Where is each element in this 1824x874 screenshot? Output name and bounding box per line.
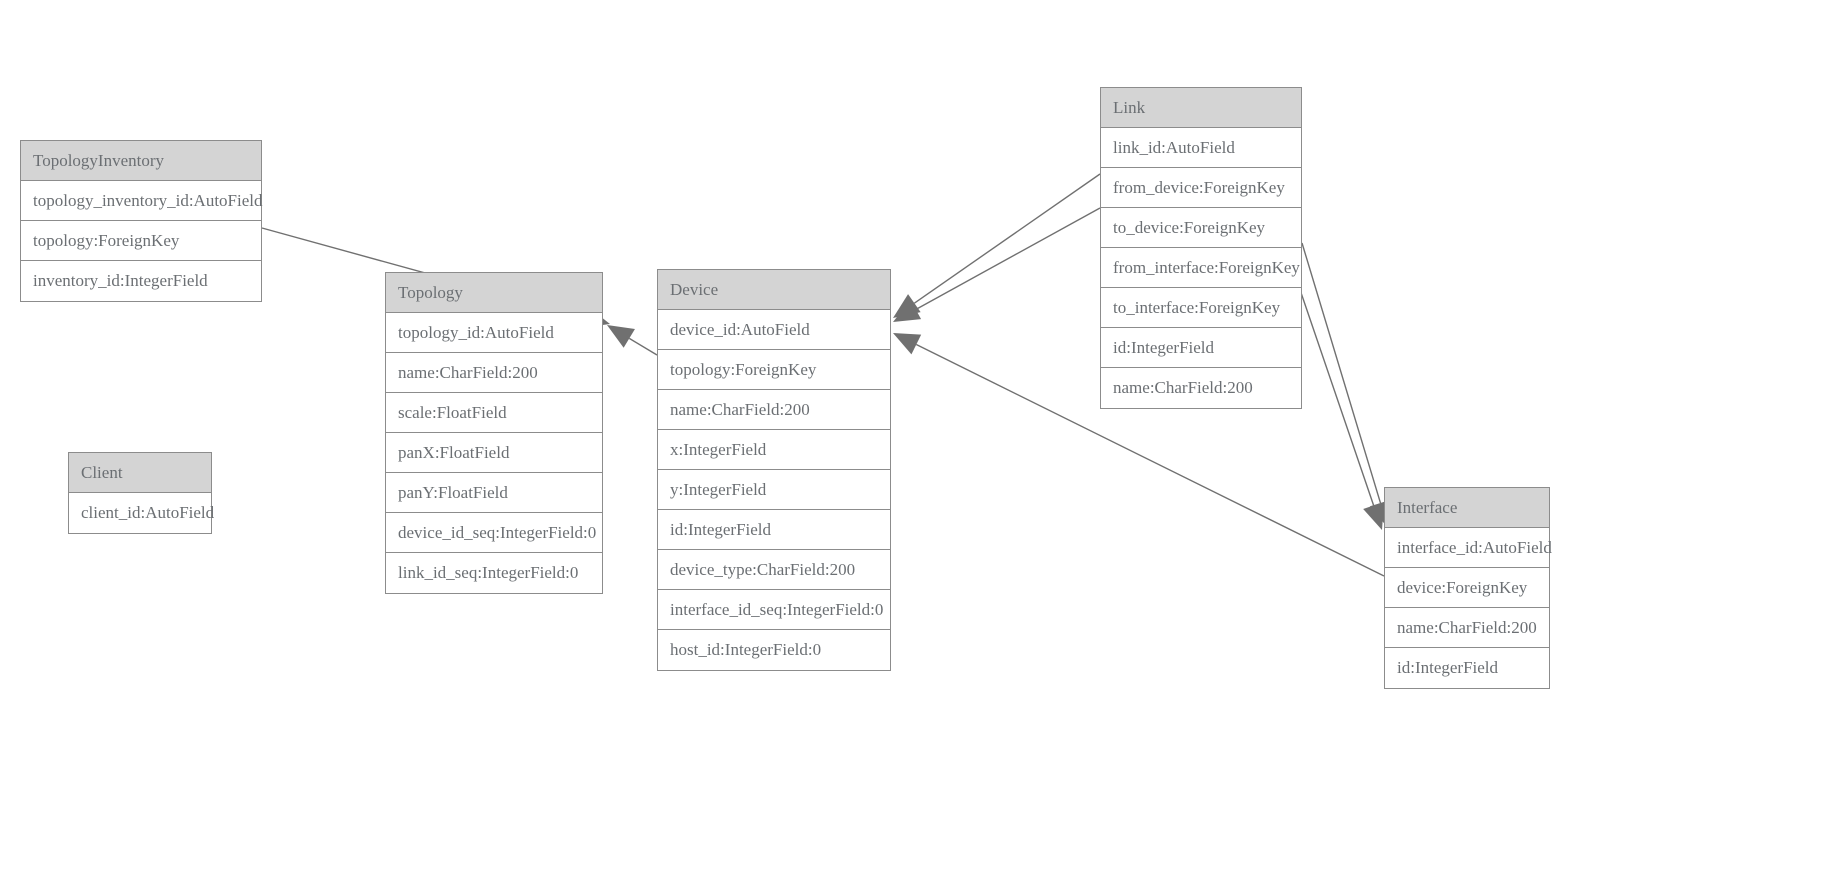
entity-field-row: topology:ForeignKey: [658, 350, 890, 390]
relationship-arrowhead: [607, 325, 635, 348]
entity-field-row: link_id:AutoField: [1101, 128, 1301, 168]
relationship-line: [913, 173, 1101, 304]
entity-field-row: topology:ForeignKey: [21, 221, 261, 261]
entity-field-row: name:CharField:200: [386, 353, 602, 393]
entity-title-topology: Topology: [386, 273, 602, 313]
relationship-arrowhead: [1363, 501, 1385, 530]
entity-field-row: device:ForeignKey: [1385, 568, 1549, 608]
entity-field-row: device_type:CharField:200: [658, 550, 890, 590]
entity-field-row: inventory_id:IntegerField: [21, 261, 261, 301]
entity-field-row: topology_inventory_id:AutoField: [21, 181, 263, 221]
entity-field-row: link_id_seq:IntegerField:0: [386, 553, 602, 593]
relationship-arrowhead: [893, 294, 921, 318]
entity-field-row: panY:FloatField: [386, 473, 602, 513]
relationship-rel-device-topology: [607, 325, 658, 356]
entity-field-row: panX:FloatField: [386, 433, 602, 473]
relationship-rel-link-frominterface: [1301, 242, 1392, 528]
entity-field-row: from_device:ForeignKey: [1101, 168, 1301, 208]
entity-field-row: from_interface:ForeignKey: [1101, 248, 1301, 288]
relationship-line: [1295, 277, 1375, 506]
entity-field-row: id:IntegerField: [1101, 328, 1301, 368]
entity-field-row: id:IntegerField: [1385, 648, 1549, 688]
entity-field-row: x:IntegerField: [658, 430, 890, 470]
entity-title-topology_inventory: TopologyInventory: [21, 141, 261, 181]
relationship-rel-link-fromdevice: [893, 173, 1101, 318]
entity-title-client: Client: [69, 453, 211, 493]
relationship-rel-link-todevice: [893, 207, 1101, 322]
relationship-line: [628, 337, 658, 356]
entity-field-row: host_id:IntegerField:0: [658, 630, 890, 670]
entity-title-interface: Interface: [1385, 488, 1549, 528]
entity-field-row: topology_id:AutoField: [386, 313, 602, 353]
entity-field-row: to_interface:ForeignKey: [1101, 288, 1301, 328]
entity-title-device: Device: [658, 270, 890, 310]
entity-field-row: name:CharField:200: [1101, 368, 1301, 408]
entity-field-row: interface_id_seq:IntegerField:0: [658, 590, 890, 630]
relationship-rel-link-tointerface: [1295, 277, 1385, 530]
entity-field-row: id:IntegerField: [658, 510, 890, 550]
entity-field-row: device_id_seq:IntegerField:0: [386, 513, 602, 553]
entity-field-row: y:IntegerField: [658, 470, 890, 510]
relationship-line: [915, 207, 1101, 311]
entity-field-row: name:CharField:200: [1385, 608, 1549, 648]
entity-field-row: scale:FloatField: [386, 393, 602, 433]
entity-field-row: client_id:AutoField: [69, 493, 214, 533]
entity-field-row: device_id:AutoField: [658, 310, 890, 350]
entity-title-link: Link: [1101, 88, 1301, 128]
relationship-arrowhead: [893, 299, 922, 322]
entity-field-row: to_device:ForeignKey: [1101, 208, 1301, 248]
relationship-arrowhead: [893, 333, 922, 355]
relationship-line: [1301, 242, 1382, 504]
entity-field-row: name:CharField:200: [658, 390, 890, 430]
entity-field-row: interface_id:AutoField: [1385, 528, 1552, 568]
